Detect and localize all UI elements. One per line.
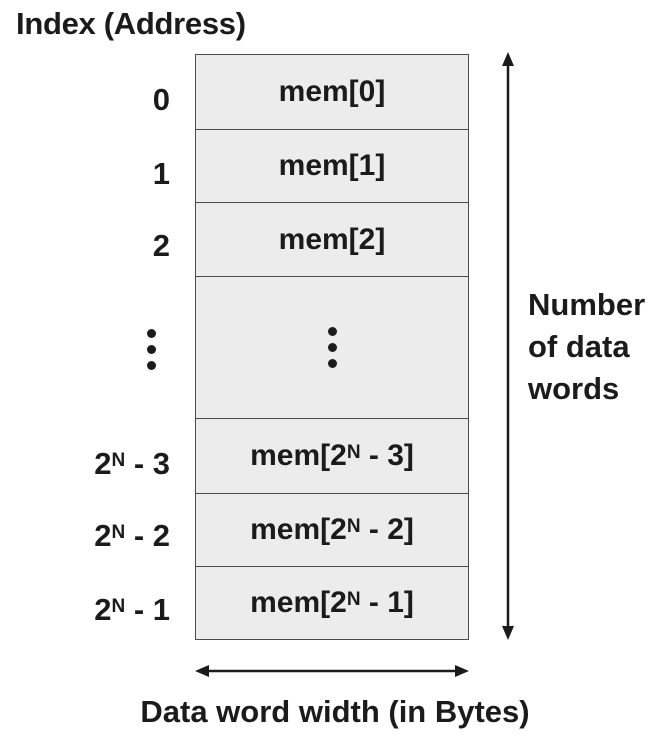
index-ellipsis	[86, 324, 216, 374]
index-label-2: 2	[152, 228, 170, 263]
memory-cell-1: mem[1]	[196, 130, 468, 203]
memory-cell-ellipsis	[196, 277, 468, 419]
vertical-ellipsis-icon	[327, 327, 337, 368]
number-of-words-label: Number of data words	[528, 287, 646, 406]
vertical-ellipsis-icon	[146, 328, 156, 370]
vertical-double-arrow-icon	[502, 52, 514, 640]
index-label-1: 1	[152, 156, 170, 191]
diagram-title: Index (Address)	[16, 6, 246, 41]
memory-cell-2: mem[2]	[196, 203, 468, 277]
horizontal-double-arrow-icon	[195, 665, 469, 677]
word-width-label: Data word width (in Bytes)	[140, 694, 530, 729]
memory-cell-0: mem[0]	[196, 55, 468, 130]
index-label-0: 0	[152, 82, 170, 117]
